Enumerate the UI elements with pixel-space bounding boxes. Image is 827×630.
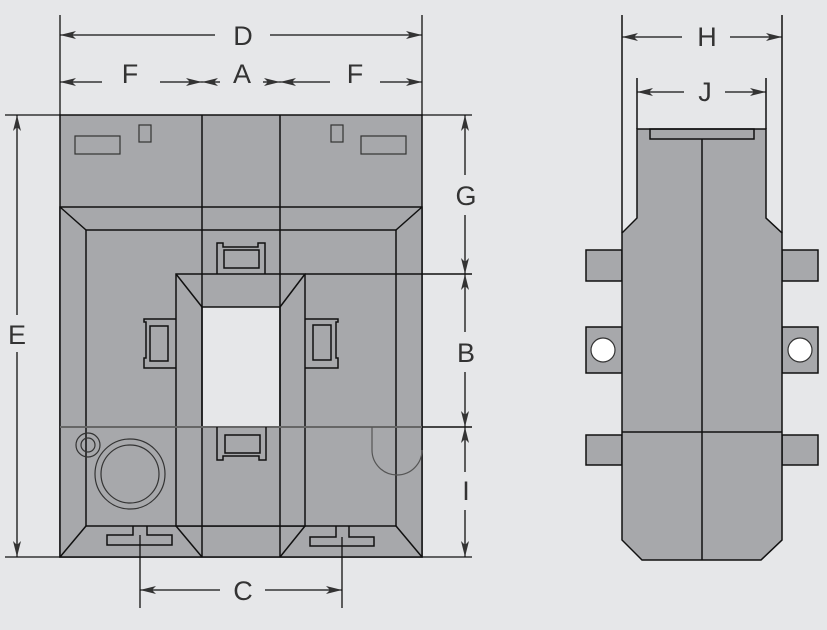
label-b: B xyxy=(457,338,475,368)
label-a: A xyxy=(233,59,251,89)
label-h: H xyxy=(697,22,717,52)
label-f-left: F xyxy=(122,59,139,89)
slot-icon xyxy=(74,135,121,155)
label-i: I xyxy=(462,476,470,506)
label-e: E xyxy=(8,320,26,350)
front-view xyxy=(59,114,472,558)
label-j: J xyxy=(698,77,712,107)
label-f-right: F xyxy=(347,59,364,89)
dimension-labels: D F A F E G B I C H J xyxy=(8,21,717,606)
slot-icon xyxy=(360,135,407,155)
side-view xyxy=(585,15,819,561)
label-c: C xyxy=(233,576,253,606)
dimension-lines xyxy=(5,15,782,608)
label-d: D xyxy=(233,21,253,51)
label-g: G xyxy=(455,181,476,211)
